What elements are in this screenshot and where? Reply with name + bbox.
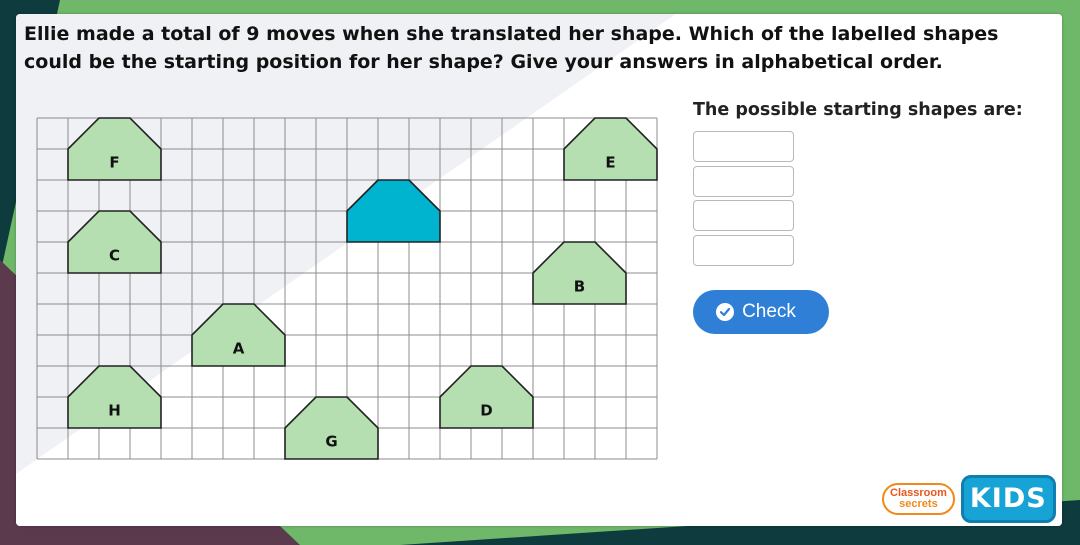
shape-outline (532, 241, 627, 305)
question-text: Ellie made a total of 9 moves when she t… (24, 20, 1044, 76)
shape-label: B (574, 277, 585, 295)
shape-outline (191, 303, 286, 367)
answer-label: The possible starting shapes are: (693, 100, 1023, 120)
classroom-secrets-logo: Classroom secrets (882, 483, 955, 515)
question-card: Ellie made a total of 9 moves when she t… (16, 14, 1062, 526)
shape-outline (67, 365, 162, 429)
answer-box-3[interactable] (693, 200, 794, 231)
shape-b: B (532, 241, 627, 305)
shape-e: E (563, 117, 658, 181)
check-button-label: Check (742, 301, 796, 322)
shape-label: H (108, 401, 121, 419)
shape-outline (67, 117, 162, 181)
check-circle-icon (716, 303, 735, 321)
answer-box-1[interactable] (693, 131, 794, 162)
kids-logo: KIDS (960, 475, 1056, 523)
shape-g: G (284, 396, 379, 460)
shape-outline (67, 210, 162, 274)
shape-label: G (325, 432, 337, 450)
grid-shapes: F E C B A H D G (67, 117, 658, 460)
answer-box-4[interactable] (693, 235, 794, 266)
shape-a: A (191, 303, 286, 367)
shape-outline (439, 365, 534, 429)
question-line-1: Ellie made a total of 9 moves when she t… (24, 23, 999, 45)
shape-outline (563, 117, 658, 181)
classroom-secrets-kids-logo: Classroom secrets KIDS (882, 475, 1056, 523)
shape-label: A (233, 339, 245, 357)
shape-h: H (67, 365, 162, 429)
shape-c: C (67, 210, 162, 274)
logo-line-2: secrets (899, 498, 938, 510)
answer-box-2[interactable] (693, 166, 794, 197)
shape-d: D (439, 365, 534, 429)
shape-f: F (67, 117, 162, 181)
check-button[interactable]: Check (693, 290, 829, 334)
shape-label: C (109, 246, 120, 264)
grid-canvas: F E C B A H D G (36, 117, 658, 460)
shape-outline (284, 396, 379, 460)
logo-line-1: Classroom (890, 487, 947, 499)
shape-label: E (605, 153, 615, 171)
shape-label: F (109, 153, 119, 171)
target-shape (346, 179, 441, 243)
translation-grid: F E C B A H D G (36, 117, 658, 465)
shape-label: D (480, 401, 492, 419)
question-line-2: could be the starting position for her s… (24, 51, 943, 73)
